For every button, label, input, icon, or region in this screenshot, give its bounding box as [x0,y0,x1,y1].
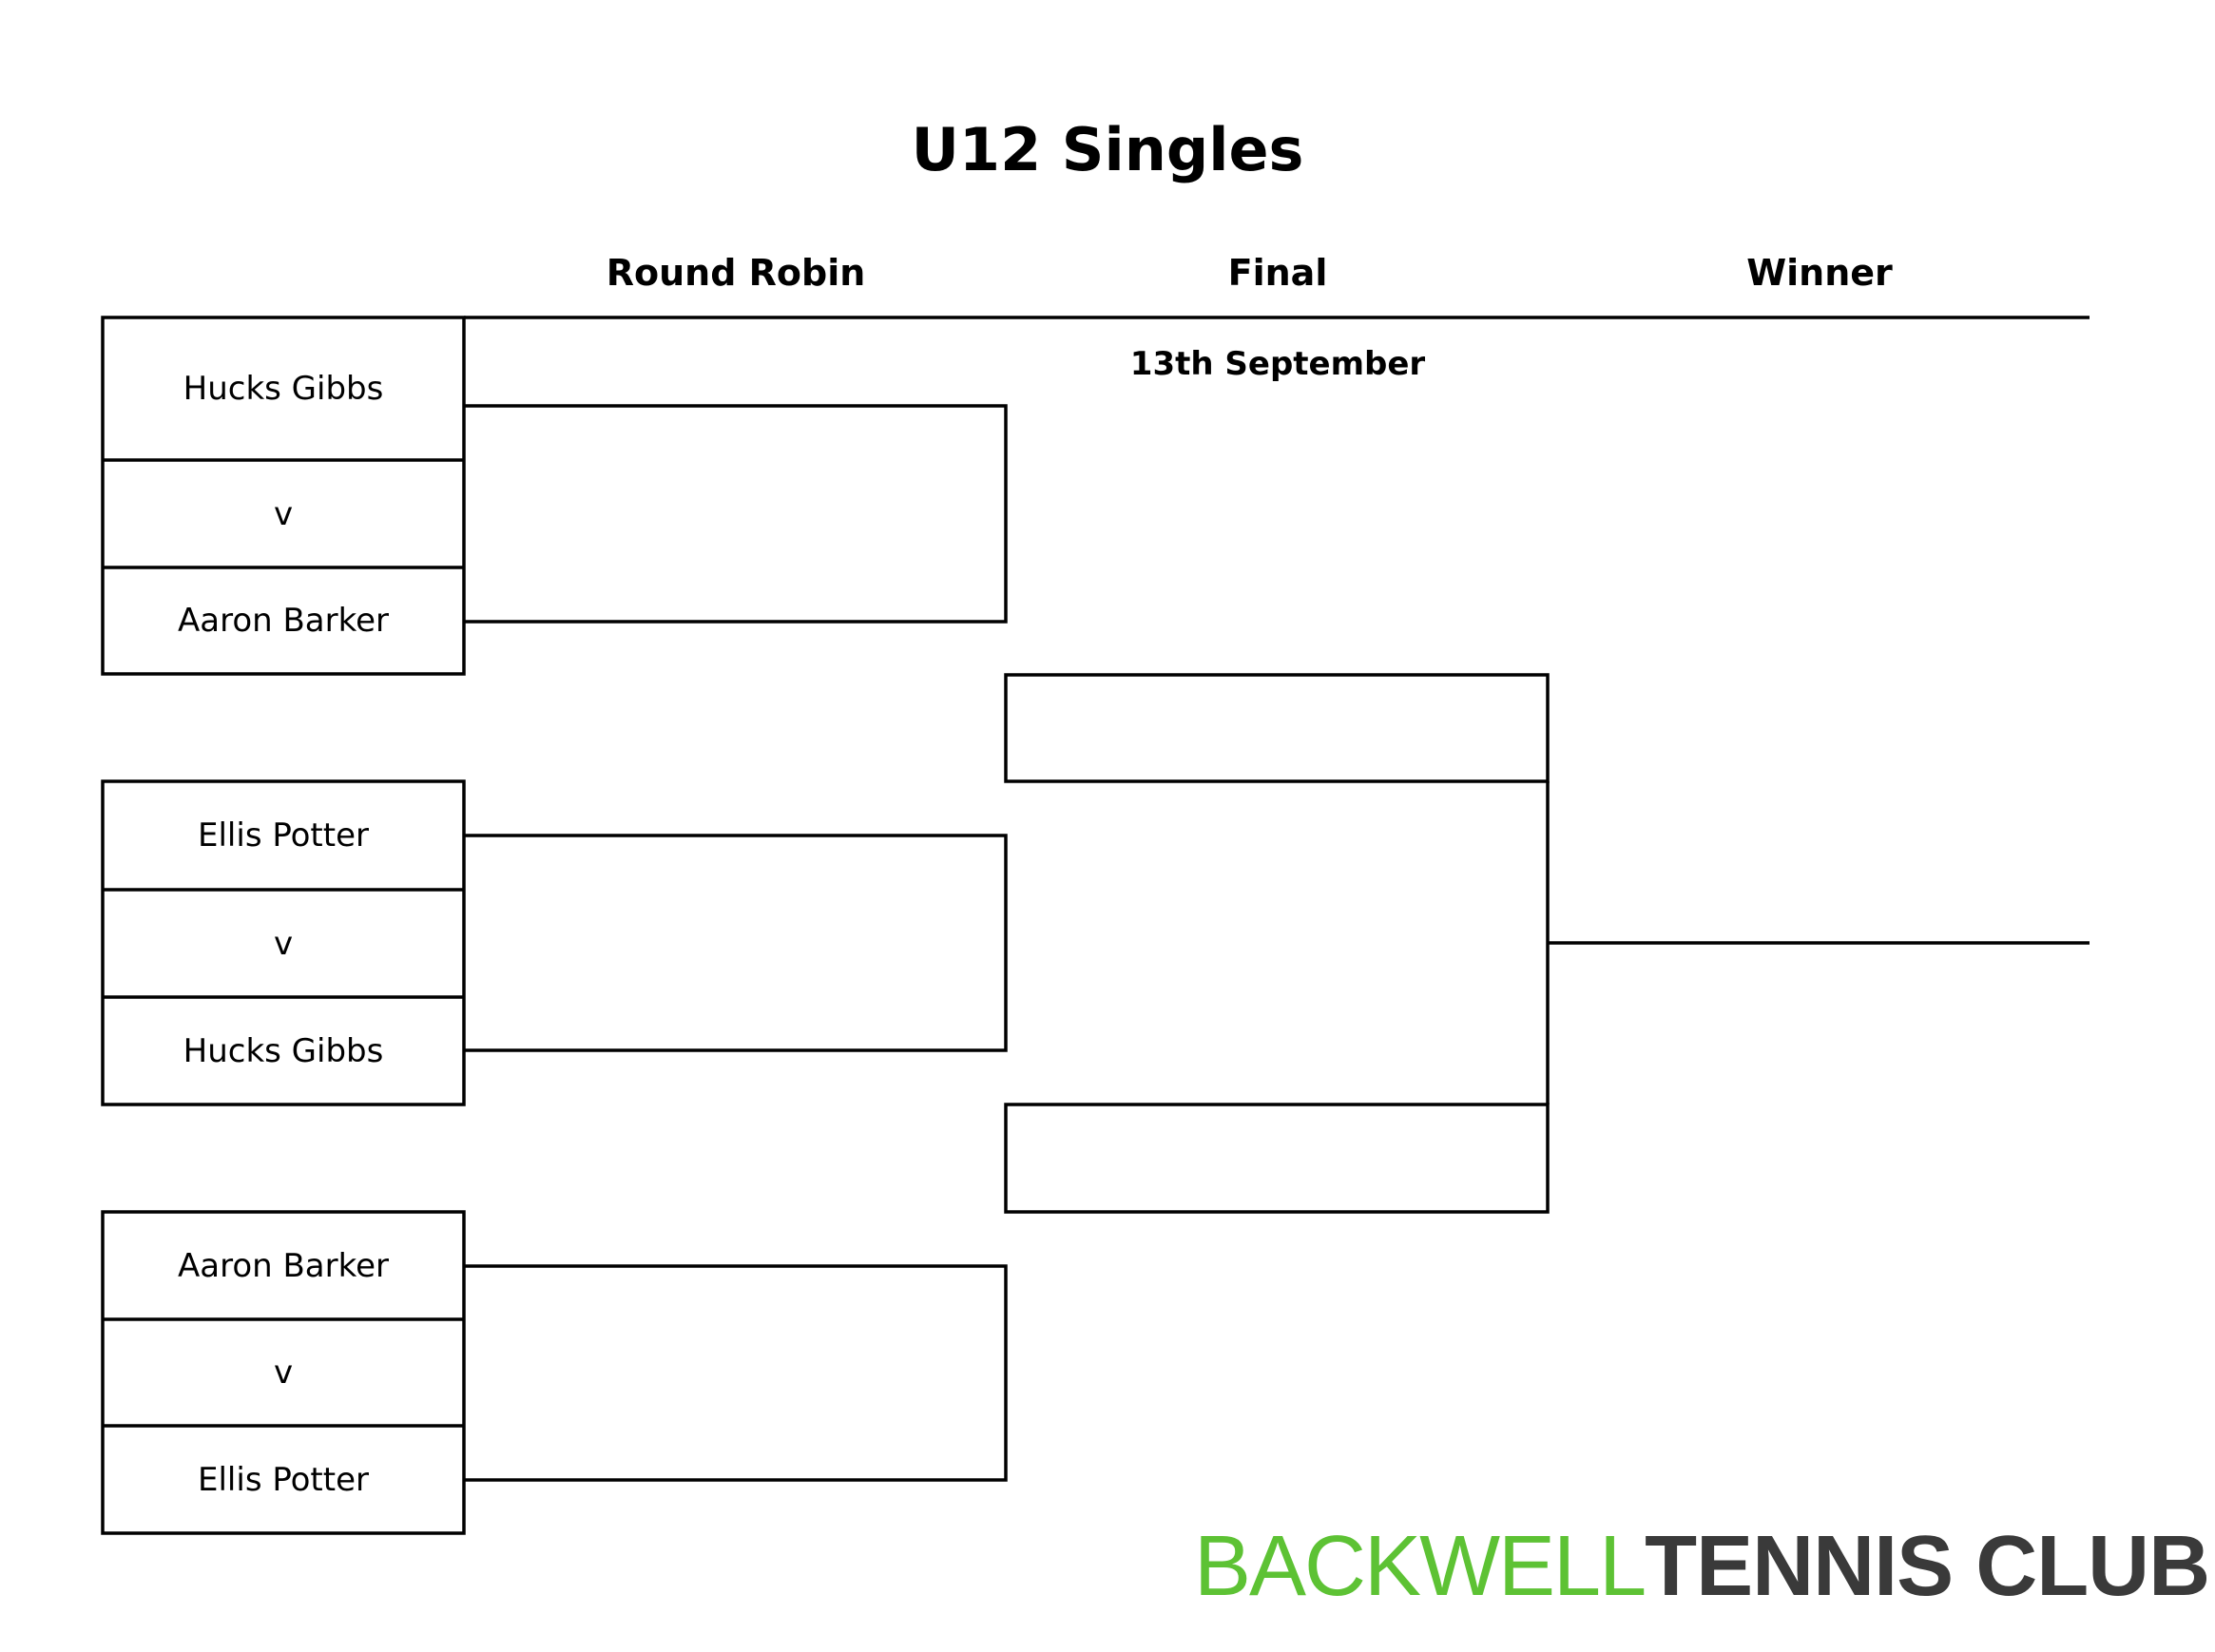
match-1-player-1: Hucks Gibbs [183,370,384,408]
column-header-winner: Winner [1746,252,1893,294]
column-header-round-robin: Round Robin [606,252,866,294]
match-2-player-1: Ellis Potter [198,816,369,855]
page-title: U12 Singles [911,115,1304,184]
match-1-vs: v [273,494,294,533]
rr-bracket-3 [464,1264,1008,1482]
logo-text-backwell: BACKWELL [1194,1518,1647,1614]
match-2-vs: v [273,924,294,963]
club-logo: BACKWELL TENNIS CLUB [1194,1519,2215,1614]
match-3-box [101,1210,466,1535]
match-3-player-2: Ellis Potter [198,1460,369,1499]
logo-text-tennis-club: TENNIS CLUB [1645,1518,2210,1614]
column-header-final: Final [1227,252,1328,294]
final-date: 13th September [1129,345,1426,383]
final-slot-2 [1004,1103,1550,1214]
final-slot-1 [1004,673,1550,783]
match-1-box [101,316,466,676]
match-2-player-2: Hucks Gibbs [183,1031,384,1070]
rr-bracket-2 [464,834,1008,1052]
match-1-player-2: Aaron Barker [178,602,389,640]
match-2-box [101,779,466,1106]
match-3-player-1: Aaron Barker [178,1246,389,1285]
match-3-vs: v [273,1354,294,1392]
rr-bracket-1 [464,404,1008,624]
